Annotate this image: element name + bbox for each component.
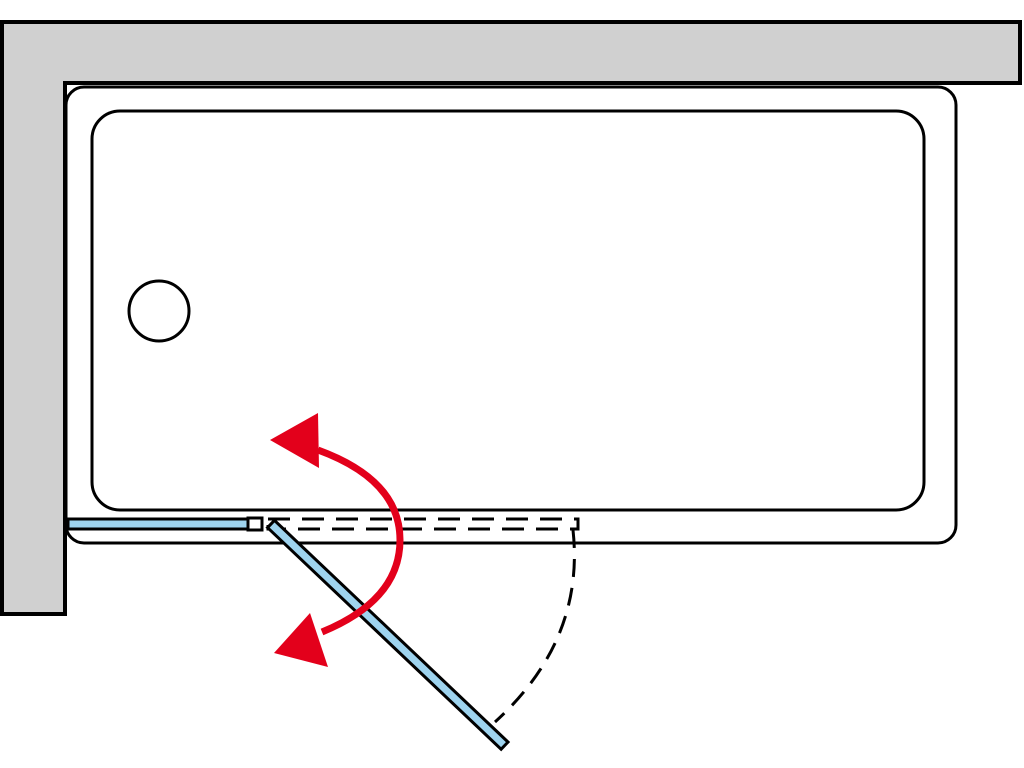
drain-icon bbox=[127, 279, 191, 343]
swing-arrow-arc bbox=[316, 446, 404, 636]
swing-arrow-head-outward bbox=[274, 613, 328, 667]
fixed-glass-panel bbox=[66, 517, 250, 531]
hinged-glass-door bbox=[265, 518, 511, 752]
swing-direction-arrow-icon bbox=[270, 413, 404, 667]
hinge bbox=[246, 516, 264, 532]
bathtub-outer-rim bbox=[64, 85, 958, 545]
bathtub-basin bbox=[90, 109, 926, 512]
swing-arrow-head-inward bbox=[270, 413, 319, 468]
door-closed-position bbox=[266, 517, 580, 531]
wall bbox=[0, 20, 1022, 616]
door-swing-path bbox=[493, 529, 576, 724]
door-open-position bbox=[265, 518, 511, 752]
